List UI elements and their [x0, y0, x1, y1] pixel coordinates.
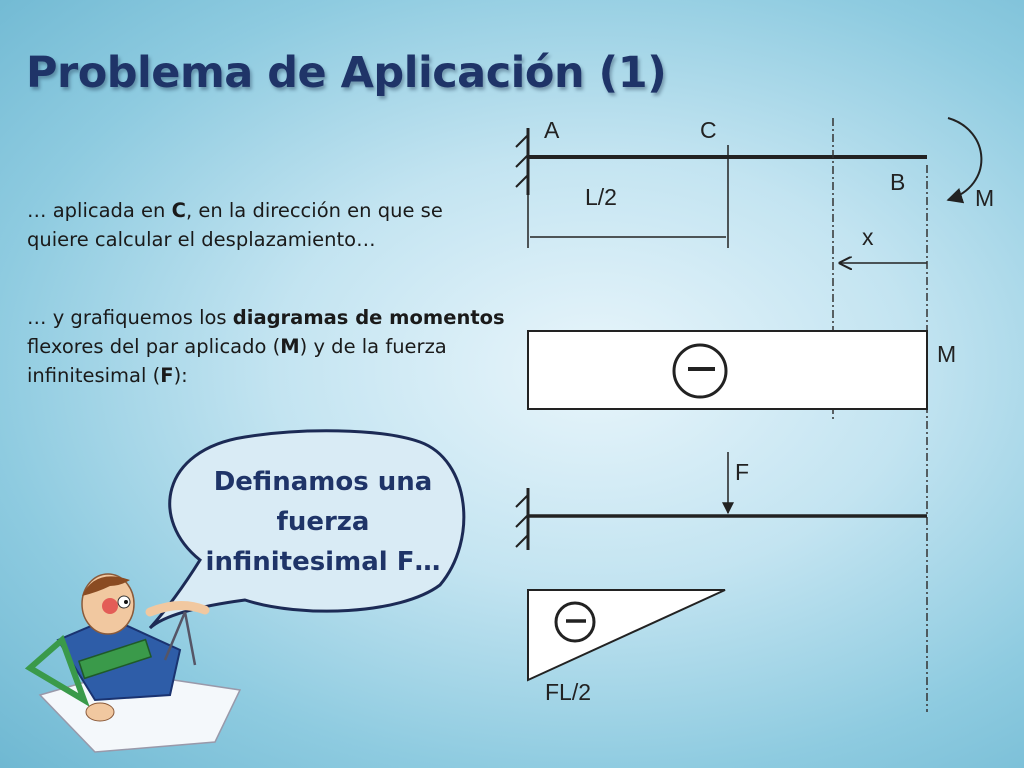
p1-text-b: , en la dirección en que se quiere calcu…	[27, 199, 443, 251]
arm	[145, 601, 210, 617]
speech-bubble-text: Definamos una fuerza infinitesimal F…	[180, 462, 466, 582]
cheek	[102, 598, 118, 614]
engineer-character-illustration	[24, 573, 242, 753]
label-a: A	[544, 117, 560, 143]
beam-with-moment: A C B L/2 M x	[515, 117, 994, 263]
negative-sign-icon	[672, 343, 728, 399]
paragraph-force-applied: … aplicada en C, en la dirección en que …	[27, 196, 497, 254]
ruler-icon	[77, 638, 153, 680]
p1-text-a: … aplicada en	[27, 199, 172, 222]
moment-arrow	[946, 117, 983, 204]
label-moment-m: M	[975, 185, 994, 211]
compass-icon	[163, 611, 197, 666]
p2-text-a: … y grafiquemos los	[27, 306, 233, 329]
label-b: B	[890, 169, 905, 195]
bubble-line-3-bold-f: F	[396, 547, 415, 577]
p2-bold-diagrams: diagramas de momentos	[232, 306, 505, 329]
bubble-line-1: Definamos una	[213, 467, 433, 497]
negative-sign-icon-2	[554, 601, 596, 643]
p2-bold-f: F	[160, 364, 174, 387]
label-f: F	[735, 459, 749, 485]
moment-diagram-m: M	[527, 330, 956, 410]
moment-diagram-f: FL/2	[527, 589, 726, 705]
beam-with-force: F	[515, 452, 927, 550]
label-c: C	[700, 117, 717, 143]
set-square-icon	[24, 634, 90, 707]
speech-bubble	[148, 429, 466, 630]
bubble-line-3b: …	[414, 547, 441, 577]
bubble-line-2: fuerza	[276, 507, 370, 537]
bubble-line-3a: infinitesimal	[205, 547, 397, 577]
p2-text-b: flexores del par aplicado (	[27, 335, 281, 358]
label-l2: L/2	[585, 184, 617, 210]
p2-text-d: ):	[173, 364, 188, 387]
p1-bold-c: C	[171, 199, 186, 222]
hand	[85, 702, 115, 722]
label-m-diagram: M	[937, 341, 956, 367]
paragraph-moment-diagrams: … y grafiquemos los diagramas de momento…	[27, 303, 507, 390]
slide-title: Problema de Aplicación (1)	[26, 48, 667, 98]
label-fl2: FL/2	[545, 679, 591, 705]
p2-bold-m: M	[280, 335, 300, 358]
hair	[82, 576, 130, 596]
label-x: x	[862, 224, 874, 250]
p2-text-c: ) y de la fuerza infinitesimal (	[27, 335, 447, 387]
